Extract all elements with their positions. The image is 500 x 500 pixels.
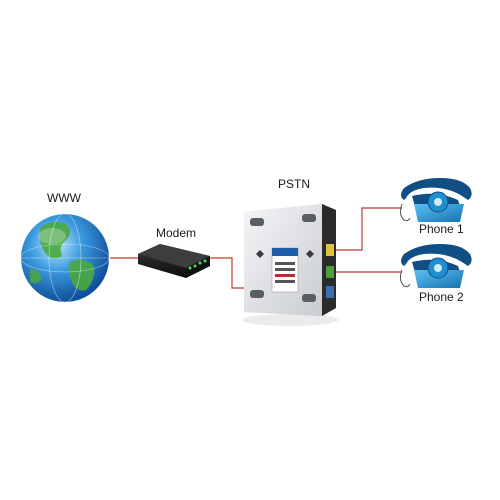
phone-2-icon (399, 244, 472, 288)
modem-led (193, 264, 197, 268)
label-phone-2: Phone 2 (419, 290, 464, 304)
phone-1-icon (399, 178, 472, 222)
pstn-device (242, 204, 338, 326)
label-pstn: PSTN (278, 177, 311, 191)
modem-led (203, 259, 207, 263)
label-phone-1: Phone 1 (419, 222, 464, 236)
connector-pstn-phone1 (336, 207, 402, 251)
label-www: WWW (47, 191, 81, 205)
globe-icon (20, 213, 110, 303)
modem-led (198, 261, 202, 265)
label-modem: Modem (156, 226, 197, 240)
modem-led (188, 266, 192, 270)
modem-device (138, 244, 210, 278)
